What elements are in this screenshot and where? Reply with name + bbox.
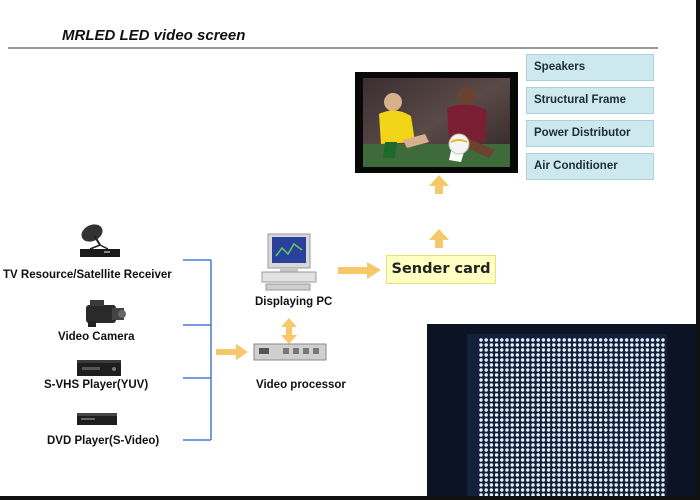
page-title: MRLED LED video screen — [62, 27, 246, 44]
structural-frame-box: Structural Frame — [526, 87, 654, 114]
source-label-svhs: S-VHS Player(YUV) — [44, 379, 149, 391]
computer-icon — [261, 233, 317, 291]
title-divider — [8, 47, 658, 49]
football-photo — [363, 78, 510, 167]
source-label-satellite: TV Resource/Satellite Receiver — [3, 269, 172, 281]
displaying-pc-label: Displaying PC — [255, 296, 333, 308]
arrow-to-processor — [216, 344, 248, 360]
dvd-player-icon — [77, 413, 117, 425]
source-label-camera: Video Camera — [58, 331, 135, 343]
video-processor-icon — [253, 343, 327, 361]
led-module-photo — [427, 324, 696, 496]
led-grid — [427, 324, 696, 496]
arrow-to-screen — [429, 175, 449, 194]
source-label-dvd: DVD Player(S-Video) — [47, 435, 160, 447]
arrow-to-sender — [338, 262, 381, 279]
speakers-box: Speakers — [526, 54, 654, 81]
arrow-pc-processor — [281, 318, 297, 344]
led-screen-display — [355, 72, 518, 173]
video-camera-icon — [86, 300, 126, 327]
svhs-player-icon — [77, 360, 121, 376]
arrow-sender-up — [429, 229, 449, 248]
power-distributor-box: Power Distributor — [526, 120, 654, 147]
video-processor-label: Video processor — [256, 379, 346, 391]
air-conditioner-box: Air Conditioner — [526, 153, 654, 180]
satellite-receiver-icon — [80, 224, 120, 257]
source-bracket — [183, 259, 212, 441]
sender-card-box: Sender card — [386, 255, 496, 284]
led-dots — [479, 338, 665, 496]
